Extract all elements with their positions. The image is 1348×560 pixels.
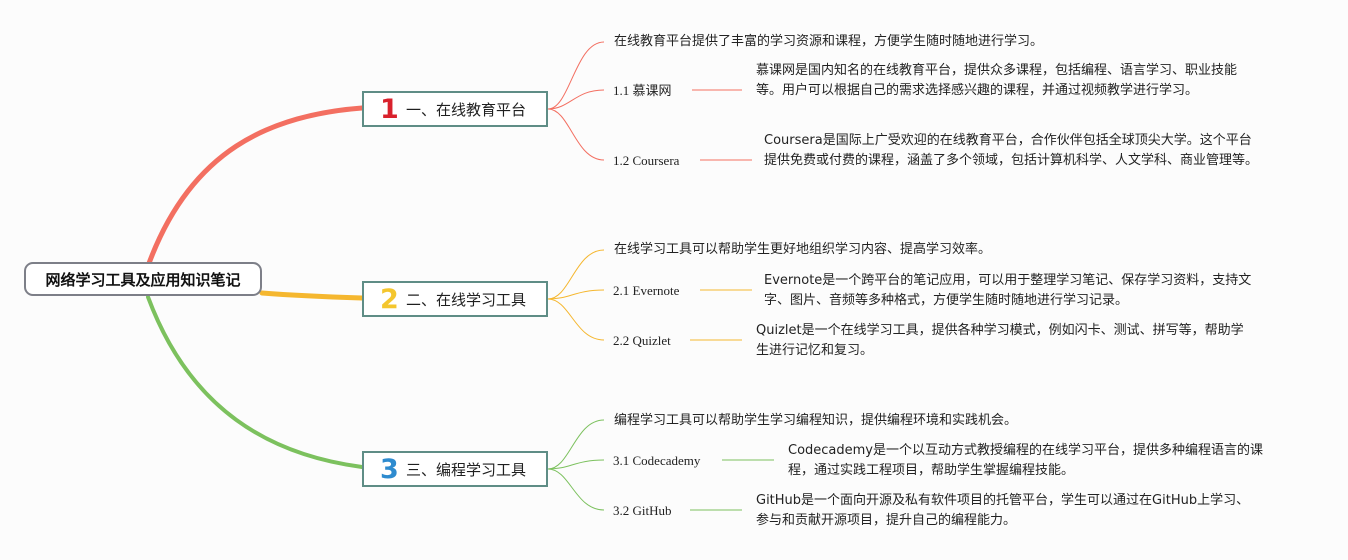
item-description-github: GitHub是一个面向开源及私有软件项目的托管平台，学生可以通过在GitHub上… bbox=[756, 493, 1250, 528]
item-description-codecademy: Codecademy是一个以互动方式教授编程的在线学习平台，提供多种编程语言的课… bbox=[788, 443, 1264, 478]
item-label-github[interactable]: 3.2 GitHub bbox=[613, 503, 672, 518]
branch-2-summary: 在线学习工具可以帮助学生更好地组织学习内容、提高学习效率。 bbox=[614, 242, 992, 257]
branch-3-curve bbox=[146, 295, 364, 469]
branch-3-summary: 编程学习工具可以帮助学生学习编程知识，提供编程环境和实践机会。 bbox=[614, 413, 1018, 428]
branch-3-link-item-2 bbox=[547, 468, 605, 511]
branch-1-curve bbox=[145, 105, 365, 269]
item-description-evernote: Evernote是一个跨平台的笔记应用，可以用于整理学习笔记、保存学习资料，支持… bbox=[764, 273, 1252, 308]
branch-2-link-summary bbox=[547, 249, 605, 300]
item-label-codecademy[interactable]: 3.1 Codecademy bbox=[613, 453, 701, 468]
branch-1-link-item-1 bbox=[547, 89, 605, 110]
branch-label: 二、在线学习工具 bbox=[406, 290, 527, 309]
item-description-quizlet: Quizlet是一个在线学习工具，提供各种学习模式，例如闪卡、测试、拼写等，帮助… bbox=[756, 323, 1244, 358]
branch-label: 三、编程学习工具 bbox=[406, 460, 527, 479]
item-label-imooc[interactable]: 1.1 慕课网 bbox=[613, 83, 672, 98]
branch-1-summary: 在线教育平台提供了丰富的学习资源和课程，方便学生随时随地进行学习。 bbox=[614, 34, 1044, 49]
root-node[interactable]: 网络学习工具及应用知识笔记 bbox=[24, 262, 262, 296]
branch-label: 一、在线教育平台 bbox=[406, 100, 527, 119]
branch-node-online-education[interactable]: 1 一、在线教育平台 bbox=[362, 91, 548, 127]
branch-3-link-summary bbox=[547, 419, 605, 470]
branch-2-link-item-1 bbox=[547, 289, 605, 300]
item-description-coursera: Coursera是国际上广受欢迎的在线教育平台，合作伙伴包括全球顶尖大学。这个平… bbox=[764, 133, 1259, 168]
number-two-icon: 2 bbox=[380, 283, 399, 315]
branch-node-online-learning-tools[interactable]: 2 二、在线学习工具 bbox=[362, 281, 548, 317]
item-label-quizlet[interactable]: 2.2 Quizlet bbox=[613, 333, 671, 348]
branch-2-link-item-2 bbox=[547, 298, 605, 341]
branch-1-link-item-2 bbox=[547, 108, 605, 161]
number-one-icon: 1 bbox=[380, 93, 399, 125]
branch-3-link-item-1 bbox=[547, 459, 605, 470]
item-label-coursera[interactable]: 1.2 Coursera bbox=[613, 153, 680, 168]
item-description-imooc: 慕课网是国内知名的在线教育平台，提供众多课程，包括编程、语言学习、职业技能等。用… bbox=[756, 63, 1238, 98]
branch-1-link-summary bbox=[547, 41, 605, 110]
number-three-icon: 3 bbox=[380, 453, 399, 485]
root-title: 网络学习工具及应用知识笔记 bbox=[45, 270, 241, 289]
item-label-evernote[interactable]: 2.1 Evernote bbox=[613, 283, 680, 298]
branch-node-programming-tools[interactable]: 3 三、编程学习工具 bbox=[362, 451, 548, 487]
branch-2-curve bbox=[259, 290, 365, 301]
